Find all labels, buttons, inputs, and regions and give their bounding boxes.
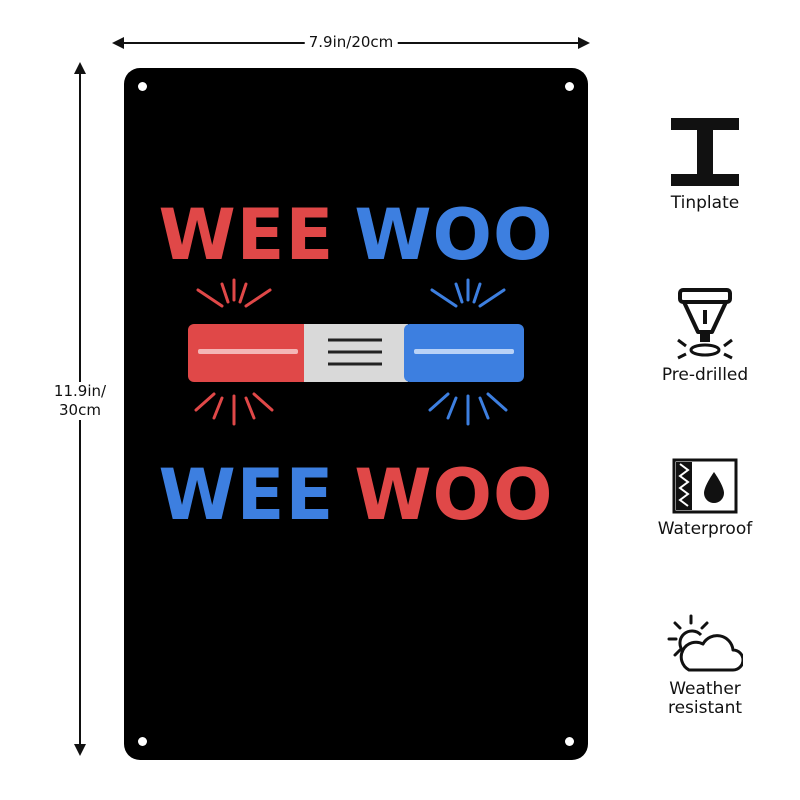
siren-light-bar-icon (188, 278, 524, 426)
sign-word-woo-top: WOO (354, 194, 554, 276)
feature-tinplate: Tinplate (610, 116, 800, 213)
sign-word-wee-top: WEE (158, 194, 335, 276)
feature-pre-drilled: Pre-drilled (610, 288, 800, 385)
waterproof-icon (672, 458, 738, 514)
mount-hole-top-right (565, 82, 574, 91)
mount-hole-top-left (138, 82, 147, 91)
sign-word-woo-bottom: WOO (354, 454, 554, 536)
width-label: 7.9in/20cm (304, 33, 398, 51)
feature-label-weather-resistant: Weather resistant (610, 680, 800, 718)
feature-label-weather-line1: Weather (669, 679, 741, 699)
feature-waterproof: Waterproof (610, 458, 800, 539)
feature-label-pre-drilled: Pre-drilled (661, 365, 749, 385)
feature-label-waterproof: Waterproof (657, 519, 753, 539)
feature-weather-resistant: Weather resistant (610, 614, 800, 718)
sign-word-wee-bottom: WEE (158, 454, 335, 536)
drill-icon (677, 288, 733, 360)
feature-label-weather-line2: resistant (667, 698, 743, 718)
i-beam-icon (671, 118, 739, 186)
mount-hole-bottom-right (565, 737, 574, 746)
mount-hole-bottom-left (138, 737, 147, 746)
feature-label-tinplate: Tinplate (670, 193, 740, 213)
sun-cloud-icon (667, 614, 743, 672)
height-dimension: 11.9in/ 30cm (44, 62, 116, 756)
height-label: 11.9in/ 30cm (44, 382, 116, 420)
height-label-line1: 11.9in/ (53, 382, 107, 400)
width-dimension: 7.9in/20cm (112, 30, 590, 56)
height-label-line2: 30cm (59, 401, 101, 419)
